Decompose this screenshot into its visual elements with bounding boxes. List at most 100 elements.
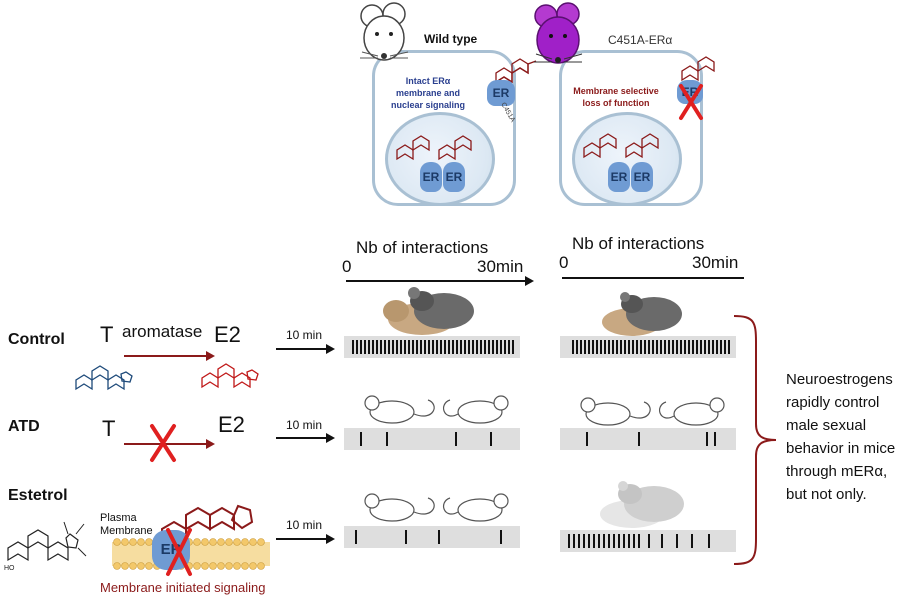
interaction-tick bbox=[588, 340, 590, 354]
timeline-start: 0 bbox=[559, 253, 569, 272]
wild-type-membrane-er: ER bbox=[487, 80, 515, 106]
membrane-label: Plasma Membrane bbox=[100, 512, 153, 538]
nucleus-er: ER bbox=[420, 162, 442, 192]
membrane-label-line: Plasma bbox=[100, 512, 137, 524]
interaction-tick bbox=[638, 534, 640, 548]
membrane-caption: Membrane initiated signaling bbox=[100, 580, 266, 595]
interaction-tick bbox=[444, 340, 446, 354]
interaction-tick bbox=[716, 340, 718, 354]
interaction-tick bbox=[608, 534, 610, 548]
interaction-tick bbox=[568, 534, 570, 548]
conclusion-line: but not only. bbox=[786, 486, 867, 503]
interaction-tick bbox=[455, 432, 457, 446]
steroid-icon bbox=[201, 363, 259, 389]
interaction-tick bbox=[628, 340, 630, 354]
mice-pair-icon bbox=[364, 493, 509, 522]
cross-icon bbox=[150, 424, 176, 462]
interaction-tick bbox=[404, 340, 406, 354]
interaction-tick bbox=[652, 340, 654, 354]
row-label: ATD bbox=[8, 418, 40, 435]
steroid-icon bbox=[161, 504, 254, 545]
interaction-tick bbox=[638, 432, 640, 446]
timeline-end: 30min bbox=[477, 257, 524, 276]
interaction-tick bbox=[512, 340, 514, 354]
interaction-tick bbox=[468, 340, 470, 354]
interaction-tick bbox=[488, 340, 490, 354]
interaction-tick bbox=[708, 340, 710, 354]
interaction-tick bbox=[704, 340, 706, 354]
steroid-icon bbox=[396, 135, 472, 161]
interaction-tick bbox=[573, 534, 575, 548]
interaction-tick bbox=[440, 340, 442, 354]
wild-type-desc-line: nuclear signaling bbox=[390, 100, 466, 110]
conversion-arrowhead bbox=[206, 439, 215, 449]
product-label: E2 bbox=[214, 322, 241, 347]
interaction-tick bbox=[472, 340, 474, 354]
interaction-tick bbox=[412, 340, 414, 354]
interaction-bar bbox=[344, 428, 520, 450]
interaction-tick bbox=[376, 340, 378, 354]
mice-mating-faded-icon bbox=[600, 481, 684, 528]
product-label: E2 bbox=[218, 412, 245, 437]
mutant-description: Membrane selective loss of function bbox=[572, 85, 660, 109]
interaction-tick bbox=[684, 340, 686, 354]
interaction-tick bbox=[436, 340, 438, 354]
timeline-title: Nb of interactions bbox=[356, 238, 489, 257]
substrate-label: T bbox=[100, 322, 114, 347]
conclusion-line: through mERα, bbox=[786, 463, 888, 480]
conclusion-line: rapidly control bbox=[786, 394, 880, 411]
interaction-tick bbox=[416, 340, 418, 354]
interaction-tick bbox=[484, 340, 486, 354]
conclusion-line: Neuroestrogens bbox=[786, 371, 893, 388]
delay-arrowhead bbox=[326, 534, 335, 544]
interaction-tick bbox=[400, 340, 402, 354]
interaction-tick bbox=[504, 340, 506, 354]
interaction-tick bbox=[448, 340, 450, 354]
interaction-tick bbox=[396, 340, 398, 354]
timeline-arrow bbox=[346, 280, 526, 282]
conversion-arrowhead bbox=[206, 351, 215, 361]
wild-type-desc-line: Intact ERα bbox=[405, 76, 451, 86]
interaction-tick bbox=[603, 534, 605, 548]
interaction-tick bbox=[724, 340, 726, 354]
interaction-tick bbox=[452, 340, 454, 354]
interaction-tick bbox=[460, 340, 462, 354]
interaction-tick bbox=[360, 340, 362, 354]
interaction-tick bbox=[352, 340, 354, 354]
row-label: Estetrol bbox=[8, 487, 68, 504]
interaction-tick bbox=[660, 340, 662, 354]
interaction-tick bbox=[480, 340, 482, 354]
interaction-tick bbox=[604, 340, 606, 354]
interaction-tick bbox=[572, 340, 574, 354]
wild-type-desc-line: membrane and bbox=[395, 88, 461, 98]
conclusion-line: male sexual bbox=[786, 417, 867, 434]
interaction-tick bbox=[676, 340, 678, 354]
interaction-tick bbox=[424, 340, 426, 354]
steroid-icon: HO bbox=[4, 521, 87, 572]
delay-arrow bbox=[276, 437, 328, 439]
mice-mating-icon bbox=[602, 292, 682, 336]
interaction-tick bbox=[438, 530, 440, 544]
interaction-tick bbox=[656, 340, 658, 354]
timeline-title: Nb of interactions bbox=[572, 234, 705, 253]
interaction-tick bbox=[583, 534, 585, 548]
interaction-tick bbox=[620, 340, 622, 354]
interaction-tick bbox=[706, 432, 708, 446]
interaction-tick bbox=[360, 432, 362, 446]
interaction-bar bbox=[344, 526, 520, 548]
interaction-tick bbox=[623, 534, 625, 548]
interaction-tick bbox=[700, 340, 702, 354]
timeline-end: 30min bbox=[692, 253, 739, 272]
interaction-tick bbox=[464, 340, 466, 354]
interaction-tick bbox=[384, 340, 386, 354]
interaction-tick bbox=[633, 534, 635, 548]
interaction-tick bbox=[380, 340, 382, 354]
interaction-tick bbox=[408, 340, 410, 354]
interaction-tick bbox=[593, 534, 595, 548]
delay-arrowhead bbox=[326, 344, 335, 354]
interaction-tick bbox=[728, 340, 730, 354]
interaction-tick bbox=[580, 340, 582, 354]
interaction-tick bbox=[714, 432, 716, 446]
wild-type-description: Intact ERα membrane and nuclear signalin… bbox=[387, 75, 469, 111]
cross-icon bbox=[166, 528, 192, 576]
